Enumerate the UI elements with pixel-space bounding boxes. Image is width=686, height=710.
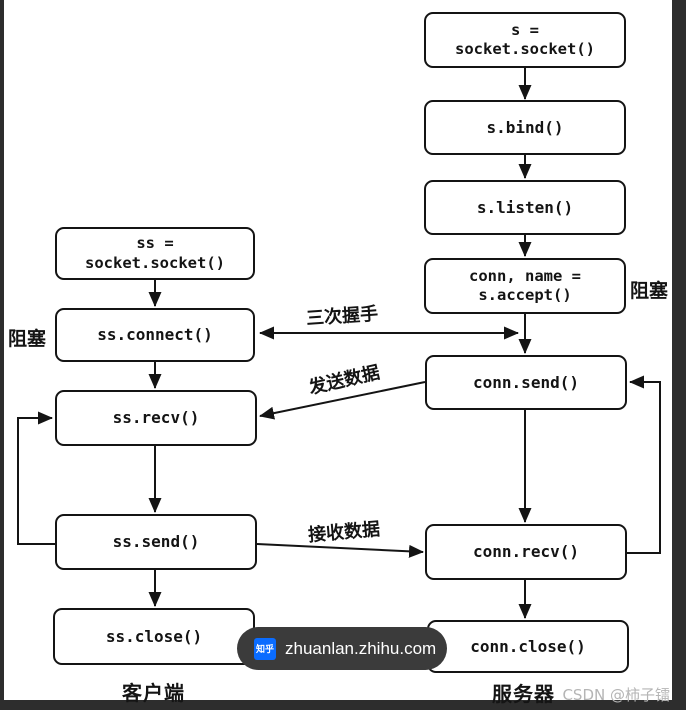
node-conn-send: conn.send(): [425, 355, 627, 410]
server-blocking-label: 阻塞: [630, 280, 669, 302]
frame-strip-right: [672, 0, 686, 710]
node-conn-recv: conn.recv(): [425, 524, 627, 580]
frame-strip-bottom: [0, 700, 686, 710]
node-text: s.listen(): [476, 197, 574, 217]
node-text: ss.recv(): [112, 408, 200, 427]
server-column-label: 服务器: [492, 682, 555, 706]
client-blocking-label: 阻塞: [8, 328, 47, 350]
node-conn-close: conn.close(): [427, 620, 629, 673]
node-s-listen: s.listen(): [424, 180, 626, 235]
node-ss-send: ss.send(): [55, 514, 257, 570]
node-ss-connect: ss.connect(): [55, 308, 255, 362]
node-text: conn.close(): [470, 636, 586, 656]
node-text: conn.send(): [473, 372, 579, 392]
client-column-label: 客户端: [122, 681, 185, 705]
node-text: socket.socket(): [85, 253, 225, 272]
node-text: ss.connect(): [97, 325, 213, 344]
node-ss-recv: ss.recv(): [55, 390, 257, 446]
node-ss-socket: ss = socket.socket(): [55, 227, 255, 280]
zhihu-watermark: 知乎 zhuanlan.zhihu.com: [237, 627, 447, 670]
node-text: s.bind(): [486, 117, 564, 137]
csdn-watermark: CSDN @柿子镭: [562, 686, 670, 704]
node-ss-close: ss.close(): [53, 608, 255, 665]
node-text: conn.recv(): [473, 542, 579, 561]
node-text: ss.send(): [112, 532, 200, 551]
node-s-socket: s = socket.socket(): [424, 12, 626, 68]
zhihu-logo-icon: 知乎: [254, 637, 276, 660]
node-text: conn, name =: [469, 266, 581, 285]
frame-strip-left: [0, 0, 4, 710]
zhihu-url-text: zhuanlan.zhihu.com: [285, 638, 437, 658]
node-s-accept: conn, name = s.accept(): [424, 258, 626, 314]
node-text: s =: [511, 20, 539, 39]
handshake-label: 三次握手: [305, 303, 379, 330]
node-s-bind: s.bind(): [424, 100, 626, 155]
node-text: socket.socket(): [455, 40, 595, 58]
node-text: s.accept(): [478, 286, 572, 304]
node-text: ss =: [136, 234, 174, 253]
node-text: ss.close(): [105, 626, 203, 646]
